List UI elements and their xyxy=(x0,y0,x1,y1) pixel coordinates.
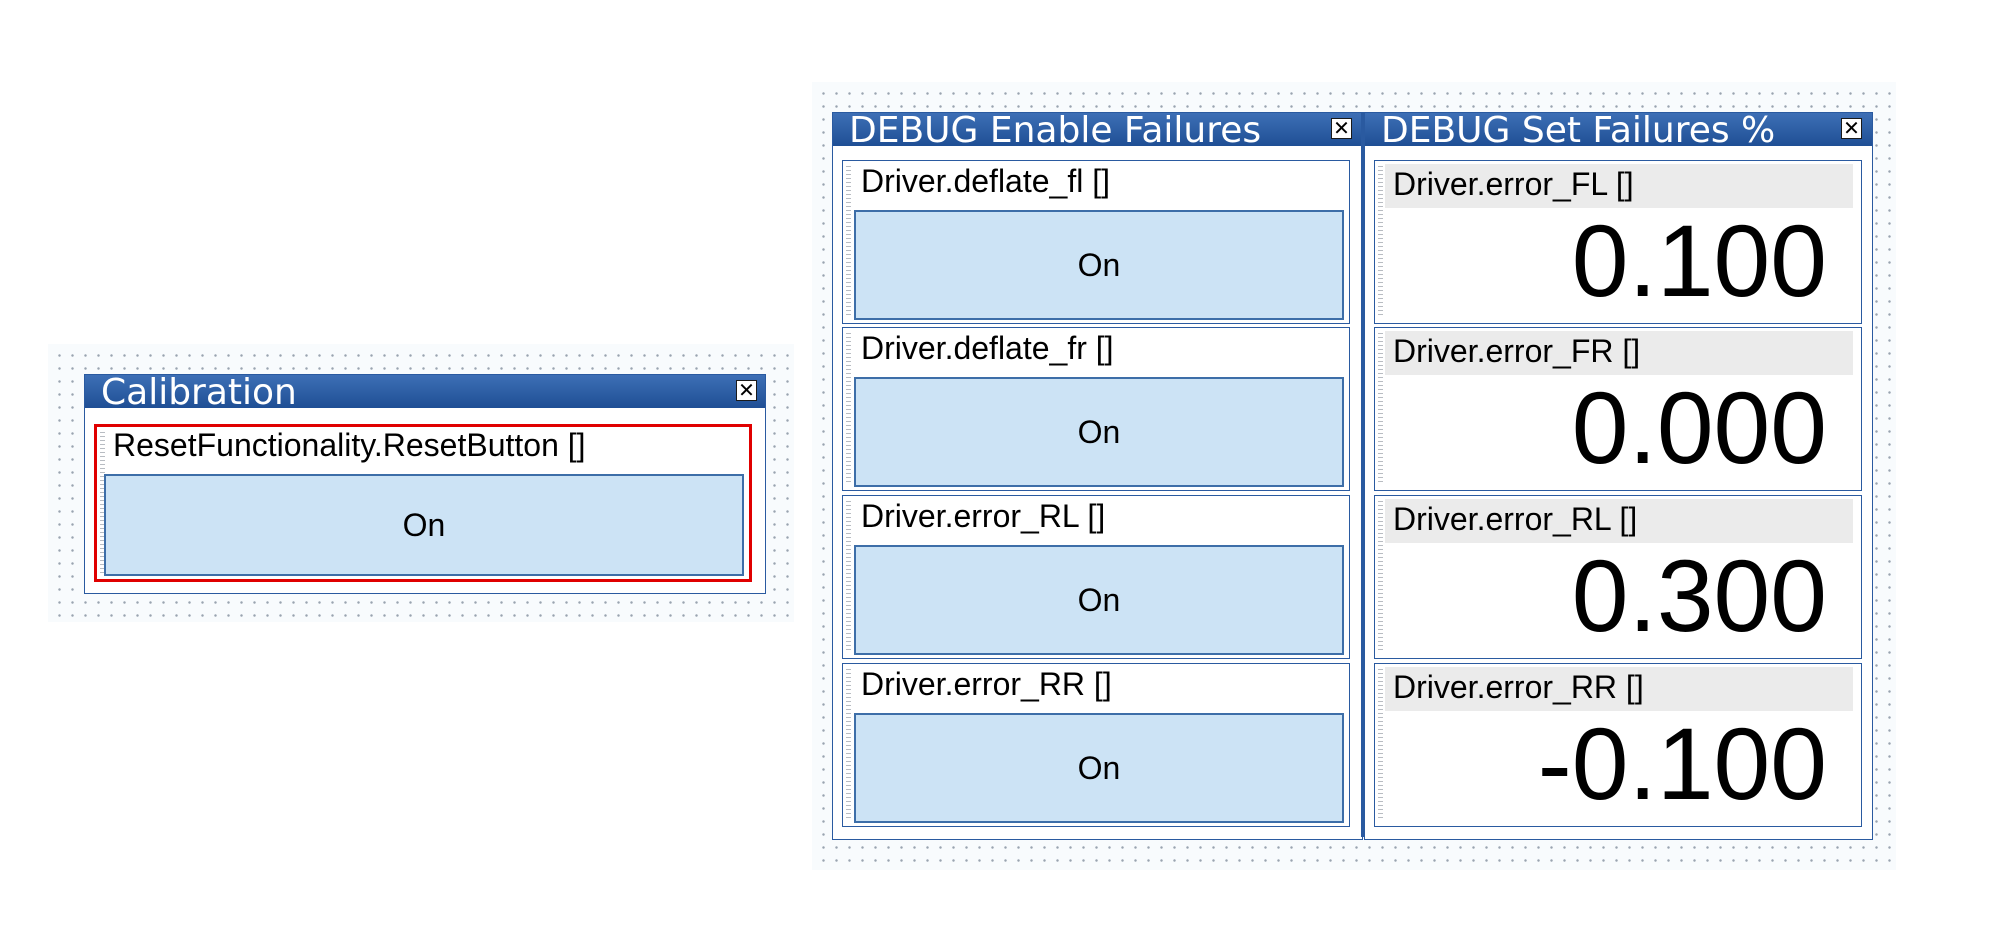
label-band: Driver.error_RR [] xyxy=(1385,667,1853,711)
label-band: Driver.error_FR [] xyxy=(1385,331,1853,375)
close-icon[interactable]: ✕ xyxy=(1841,118,1862,139)
widget-label: Driver.deflate_fr [] xyxy=(861,330,1114,366)
enable-failures-panel: DEBUG Enable Failures ✕ Driver.deflate_f… xyxy=(832,112,1363,840)
set-widget-error-rl[interactable]: Driver.error_RL [] 0.300 xyxy=(1374,495,1862,659)
set-widget-error-fr[interactable]: Driver.error_FR [] 0.000 xyxy=(1374,327,1862,491)
enable-failures-titlebar[interactable]: DEBUG Enable Failures ✕ xyxy=(833,113,1362,146)
widget-label: Driver.deflate_fl [] xyxy=(861,163,1110,199)
numeric-value[interactable]: 0.000 xyxy=(1571,371,1827,485)
numeric-value[interactable]: -0.100 xyxy=(1537,707,1827,821)
set-widget-error-rr[interactable]: Driver.error_RR [] -0.100 xyxy=(1374,663,1862,827)
error-rl-on-button[interactable]: On xyxy=(854,545,1344,655)
reset-on-button[interactable]: On xyxy=(104,474,744,576)
widget-label: Driver.error_RR [] xyxy=(861,666,1112,702)
widget-label: ResetFunctionality.ResetButton [] xyxy=(113,427,586,463)
numeric-value[interactable]: 0.300 xyxy=(1571,539,1827,653)
panel-title: Calibration xyxy=(101,375,297,408)
close-icon[interactable]: ✕ xyxy=(736,380,757,401)
enable-widget-deflate-fr[interactable]: Driver.deflate_fr [] On xyxy=(842,327,1350,491)
label-band: Driver.error_FL [] xyxy=(1385,164,1853,208)
enable-widget-error-rl[interactable]: Driver.error_RL [] On xyxy=(842,495,1350,659)
panel-title: DEBUG Enable Failures xyxy=(849,113,1262,146)
panel-divider xyxy=(1361,112,1364,837)
set-failures-titlebar[interactable]: DEBUG Set Failures % ✕ xyxy=(1365,113,1872,146)
panel-title: DEBUG Set Failures % xyxy=(1381,113,1776,146)
widget-label: Driver.error_RR [] xyxy=(1393,669,1644,705)
label-band: Driver.error_RL [] xyxy=(1385,499,1853,543)
widget-label: Driver.error_FL [] xyxy=(1393,166,1634,202)
set-widget-error-fl[interactable]: Driver.error_FL [] 0.100 xyxy=(1374,160,1862,324)
deflate-fr-on-button[interactable]: On xyxy=(854,377,1344,487)
error-rr-on-button[interactable]: On xyxy=(854,713,1344,823)
enable-widget-deflate-fl[interactable]: Driver.deflate_fl [] On xyxy=(842,160,1350,324)
enable-widget-error-rr[interactable]: Driver.error_RR [] On xyxy=(842,663,1350,827)
calibration-panel: Calibration ✕ ResetFunctionality.ResetBu… xyxy=(84,374,766,594)
widget-label: Driver.error_RL [] xyxy=(861,498,1106,534)
deflate-fl-on-button[interactable]: On xyxy=(854,210,1344,320)
widget-label: Driver.error_FR [] xyxy=(1393,333,1641,369)
widget-label: Driver.error_RL [] xyxy=(1393,501,1638,537)
reset-button-widget[interactable]: ResetFunctionality.ResetButton [] On xyxy=(94,424,752,582)
numeric-value[interactable]: 0.100 xyxy=(1571,204,1827,318)
close-icon[interactable]: ✕ xyxy=(1331,118,1352,139)
calibration-titlebar[interactable]: Calibration ✕ xyxy=(85,375,765,408)
set-failures-panel: DEBUG Set Failures % ✕ Driver.error_FL [… xyxy=(1364,112,1873,840)
